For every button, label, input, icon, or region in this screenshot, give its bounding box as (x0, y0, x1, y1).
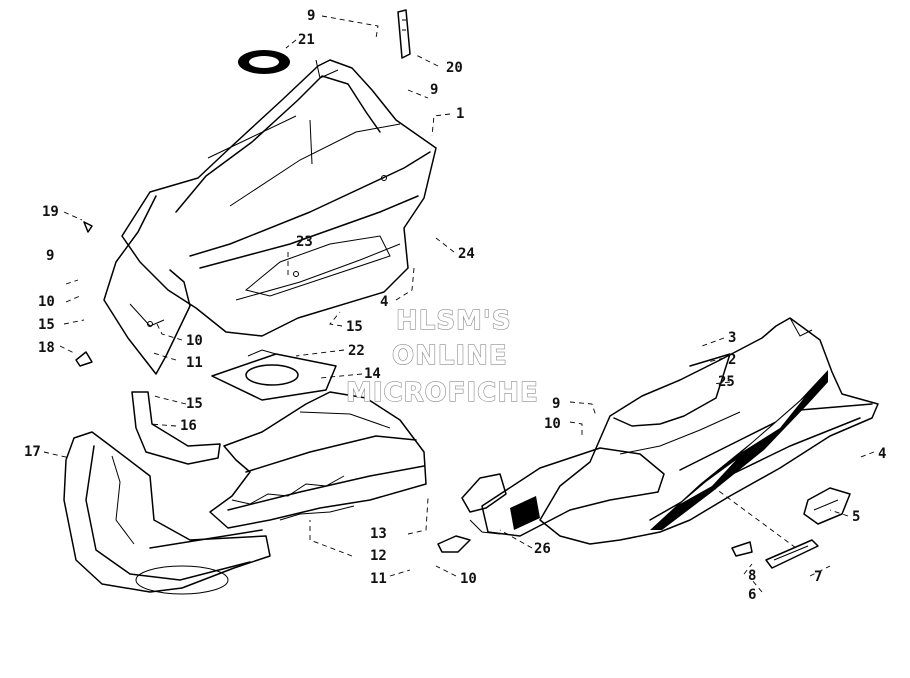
callout-9: 9 (307, 8, 315, 24)
callout-18: 18 (38, 340, 55, 356)
callout-4: 4 (380, 294, 388, 310)
bracket-part-20 (397, 9, 411, 59)
callout-2: 2 (728, 352, 736, 368)
callout-15: 15 (346, 319, 363, 335)
callout-8: 8 (748, 568, 756, 584)
callout-25: 25 (718, 374, 735, 390)
callout-26: 26 (534, 541, 551, 557)
callout-22: 22 (348, 343, 365, 359)
callout-10: 10 (544, 416, 561, 432)
callout-1: 1 (456, 106, 464, 122)
callout-19: 19 (42, 204, 59, 220)
callout-13: 13 (370, 526, 387, 542)
side-panel-part-2 (539, 317, 879, 545)
end-cap-part-5 (803, 487, 851, 525)
leader-lines (43, 15, 875, 593)
callout-labels: 9 21 20 9 1 19 23 24 9 10 4 15 15 18 10 … (24, 8, 886, 603)
callout-16: 16 (180, 418, 197, 434)
strip-part-7 (765, 539, 819, 569)
plate-part-22 (211, 349, 337, 401)
callout-9: 9 (430, 82, 438, 98)
trim-part-16 (131, 391, 221, 465)
plug-part-8 (731, 541, 753, 557)
frame-rail-part-26 (437, 447, 665, 553)
callout-14: 14 (364, 366, 381, 382)
callout-9: 9 (46, 248, 54, 264)
callout-15: 15 (186, 396, 203, 412)
callout-24: 24 (458, 246, 475, 262)
callout-11: 11 (186, 355, 203, 371)
callout-3: 3 (728, 330, 736, 346)
watermark-line-3: MICROFICHE (346, 378, 539, 408)
callout-20: 20 (446, 60, 463, 76)
callout-15: 15 (38, 317, 55, 333)
hood-part-1 (103, 59, 437, 375)
ring-part-21 (238, 50, 290, 74)
callout-12: 12 (370, 548, 387, 564)
decal-part-25 (650, 370, 828, 530)
callout-9: 9 (552, 396, 560, 412)
callout-7: 7 (814, 569, 822, 585)
callout-11: 11 (370, 571, 387, 587)
callout-10: 10 (38, 294, 55, 310)
callout-10: 10 (186, 333, 203, 349)
callout-4: 4 (878, 446, 886, 462)
callout-5: 5 (852, 509, 860, 525)
clip-part-18 (75, 351, 93, 367)
watermark: HLSM'S ONLINE MICROFICHE (345, 305, 539, 408)
callout-23: 23 (296, 234, 313, 250)
front-bumper-part-17 (63, 431, 271, 595)
screw-part-19 (83, 221, 93, 233)
watermark-line-2: ONLINE (392, 341, 508, 371)
callout-17: 17 (24, 444, 41, 460)
callout-21: 21 (298, 32, 315, 48)
pan-part-14 (209, 391, 427, 529)
callout-10: 10 (460, 571, 477, 587)
callout-6: 6 (748, 587, 756, 603)
watermark-line-1: HLSM'S (396, 306, 512, 336)
